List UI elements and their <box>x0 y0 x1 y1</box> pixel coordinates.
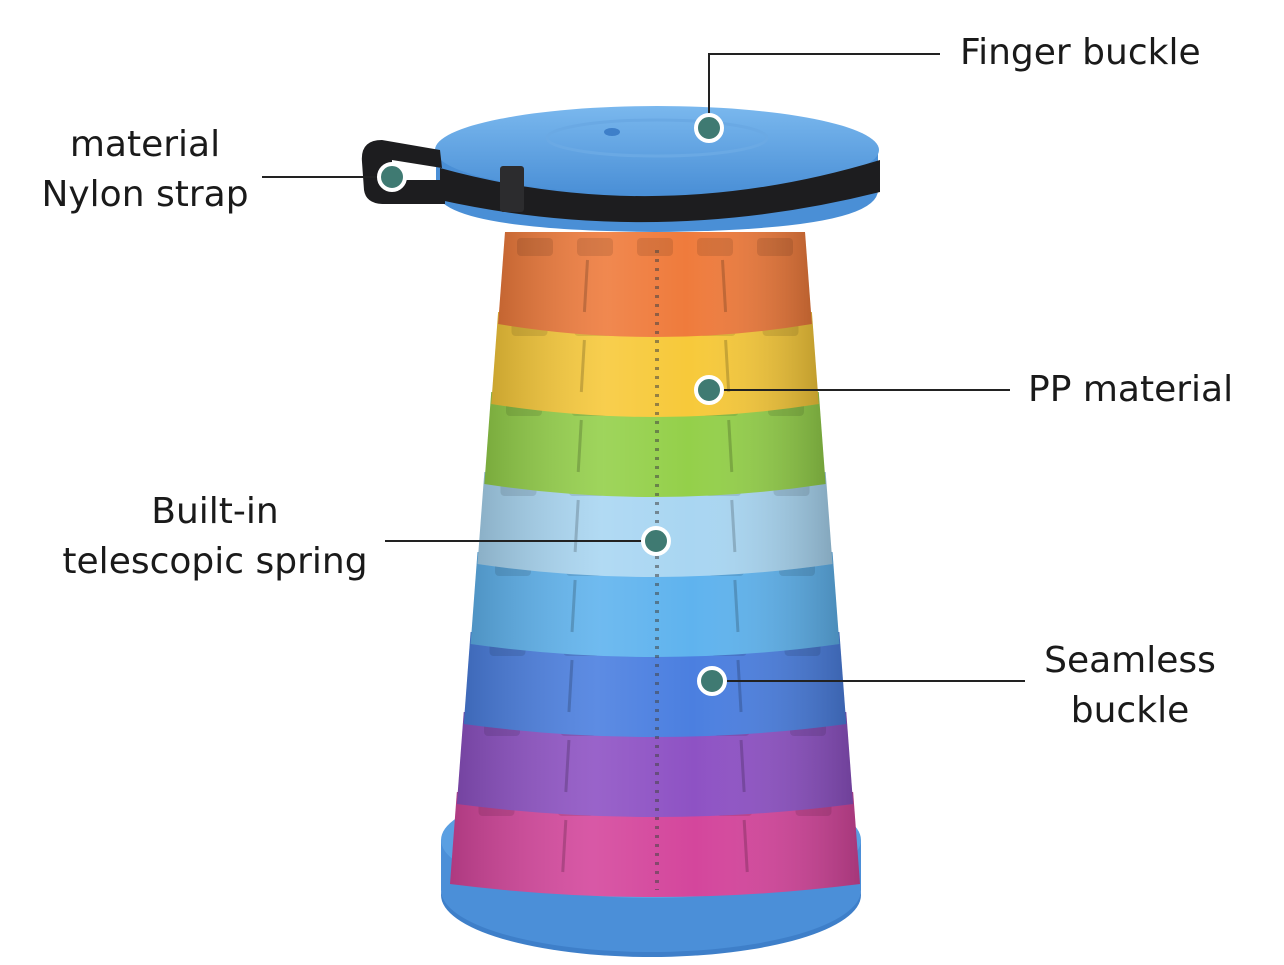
label-seamless-buckle-line1: Seamless <box>1044 640 1216 681</box>
tier-notch <box>577 238 613 256</box>
spring-marker-icon <box>641 526 671 556</box>
label-spring-line1: Built-in <box>151 491 279 532</box>
label-pp-material: PP material <box>1028 365 1233 415</box>
tier-slot <box>582 259 589 313</box>
tier-slot <box>573 499 580 553</box>
seamless-buckle-marker-icon <box>697 666 727 696</box>
tier-slot <box>564 739 571 793</box>
tier-slot <box>570 579 577 633</box>
tier-slot <box>727 419 734 473</box>
label-seamless-buckle: Seamless buckle <box>1030 636 1230 736</box>
tier-slot <box>730 499 737 553</box>
label-nylon-strap: material Nylon strap <box>40 120 250 220</box>
label-seamless-buckle-line2: buckle <box>1070 690 1190 731</box>
tier-slot <box>579 339 586 393</box>
label-spring-line2: telescopic spring <box>62 541 368 582</box>
label-spring: Built-in telescopic spring <box>55 487 375 587</box>
tier-slot <box>724 339 731 393</box>
label-nylon-strap-line2: Nylon strap <box>41 174 249 215</box>
label-pp-material-text: PP material <box>1028 369 1234 410</box>
tier-slot <box>721 259 728 313</box>
tier-slot <box>561 819 568 873</box>
tier-notch <box>757 238 793 256</box>
pp-material-marker-icon <box>694 375 724 405</box>
tier-slot <box>567 659 574 713</box>
label-finger-buckle-text: Finger buckle <box>960 32 1201 73</box>
tier-slot <box>742 819 749 873</box>
stool-tier <box>498 232 812 337</box>
label-nylon-strap-line1: material <box>69 124 221 165</box>
finger-buckle-marker-icon <box>694 113 724 143</box>
label-finger-buckle: Finger buckle <box>960 28 1201 78</box>
tier-notch <box>637 238 673 256</box>
callout-markers <box>377 113 727 696</box>
tier-slot <box>739 739 746 793</box>
nylon-strap-marker-icon <box>377 162 407 192</box>
tier-notch <box>697 238 733 256</box>
callout-lines <box>262 53 1025 682</box>
tier-notch <box>517 238 553 256</box>
tier-slot <box>733 579 740 633</box>
stool-tier <box>477 472 833 577</box>
tier-slot <box>736 659 743 713</box>
stool-tier <box>470 552 840 657</box>
tier-slot <box>576 419 583 473</box>
